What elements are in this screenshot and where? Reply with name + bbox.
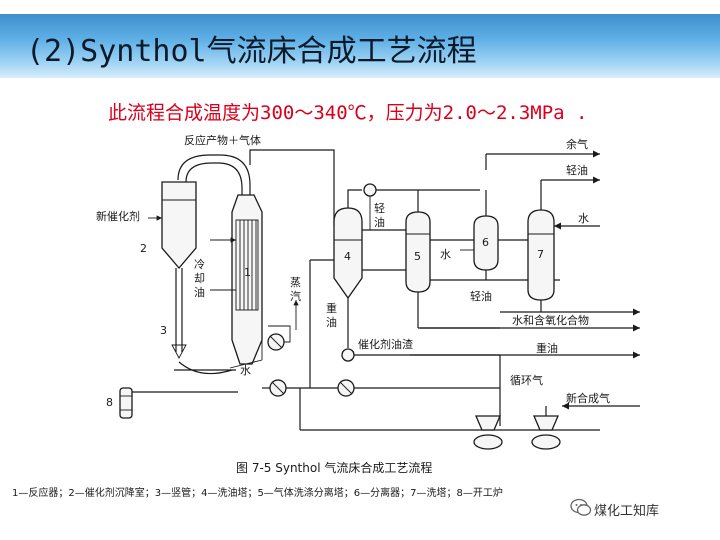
label-cooling-oil-2: 却 [194,272,205,285]
label-water-right: 水 [578,212,589,225]
label-n2: 2 [140,242,147,255]
label-recycle-gas: 循环气 [510,373,543,387]
label-tail-gas: 余气 [566,137,588,151]
title-band [0,14,720,78]
label-light-oil-top-1: 轻 [374,201,385,215]
compressors [299,355,640,450]
label-n4: 4 [344,250,351,263]
slide-subtitle: 此流程合成温度为300～340℃，压力为2.0～2.3MPa . [108,102,588,124]
label-cooling-oil-1: 冷 [194,258,205,271]
diagram-legend: 1—反应器；2—催化剂沉降室；3—竖管；4—洗油塔；5—气体洗涤分离塔；6—分离… [12,486,503,499]
label-n7: 7 [537,248,544,261]
label-water-mid: 水 [440,248,451,261]
oil-wash-tower [309,183,500,388]
reactor-vessel [231,194,263,365]
label-heavy-oil-right: 重油 [536,341,558,355]
label-n1: 1 [244,266,251,279]
separator [430,190,560,281]
label-light-oil-top-2: 油 [374,215,385,229]
label-steam-1: 蒸 [290,276,301,289]
heat-exchangers [229,300,500,397]
label-fresh-syngas: 新合成气 [566,391,610,405]
diagram-caption: 图 7-5 Synthol 气流床合成工艺流程 [236,460,432,475]
slide-title: (2)Synthol气流床合成工艺流程 [26,34,477,69]
label-new-catalyst: 新催化剂 [96,209,140,223]
label-products: 反应产物＋气体 [184,133,261,147]
label-heavy-oil-1: 重 [326,301,337,315]
process-flow-diagram: 反应产物＋气体 新催化剂 2 3 8 1 冷 却 油 蒸 汽 水 轻 油 4 5… [12,133,640,499]
label-light-oil-mid: 轻油 [470,289,492,303]
label-n8: 8 [106,396,113,409]
watermark-text: 煤化工知库 [594,504,660,519]
reactor-loop [161,149,335,375]
label-n6: 6 [482,236,489,249]
label-heavy-oil-2: 油 [326,315,337,329]
label-n3: 3 [160,324,167,337]
wash-tower [485,150,600,312]
label-steam-2: 汽 [290,289,301,303]
label-water-oxygenates: 水和含氧化合物 [512,313,589,327]
catalyst-settler [161,181,197,270]
wechat-icon [570,498,592,516]
startup-furnace [119,387,238,419]
label-n5: 5 [414,250,421,263]
label-light-oil-right: 轻油 [566,163,588,177]
label-cooling-oil-3: 油 [194,285,205,299]
label-catalyst-slurry: 催化剂油渣 [358,337,413,351]
label-water-reactor: 水 [240,364,251,377]
